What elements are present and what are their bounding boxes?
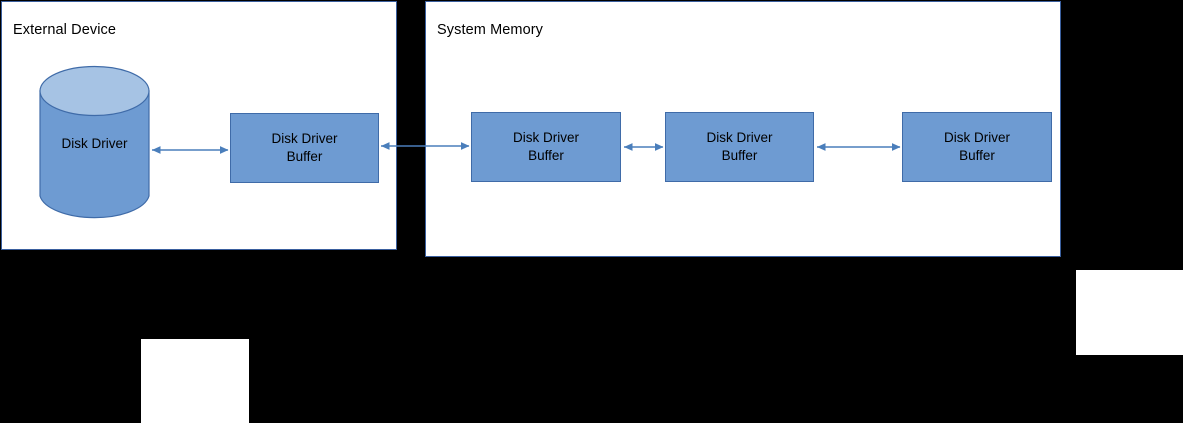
buffer-box-3-line1: Disk Driver — [706, 129, 773, 145]
disk-driver-cylinder[interactable]: Disk Driver — [39, 65, 150, 222]
buffer-box-1-line2: Buffer — [286, 149, 323, 164]
panel-external-device-title: External Device — [13, 22, 117, 38]
background-white-block-left — [141, 339, 249, 423]
buffer-box-1-line1: Disk Driver — [271, 130, 338, 146]
buffer-box-3-line2: Buffer — [721, 148, 758, 163]
buffer-box-4-line2: Buffer — [959, 148, 995, 163]
panel-system-memory-title: System Memory — [437, 22, 544, 38]
background-white-block-right — [1076, 270, 1183, 355]
disk-driver-buffer-box-4[interactable]: Disk Driver Buffer — [902, 112, 1052, 182]
disk-driver-buffer-box-3[interactable]: Disk Driver Buffer — [665, 112, 814, 182]
cylinder-shape-icon — [39, 65, 150, 219]
buffer-box-2-line1: Disk Driver — [513, 129, 579, 145]
buffer-box-4-line1: Disk Driver — [944, 129, 1010, 145]
buffer-box-2-line2: Buffer — [528, 148, 564, 163]
disk-driver-buffer-box-1[interactable]: Disk Driver Buffer — [230, 113, 379, 183]
disk-driver-buffer-box-2[interactable]: Disk Driver Buffer — [471, 112, 621, 182]
